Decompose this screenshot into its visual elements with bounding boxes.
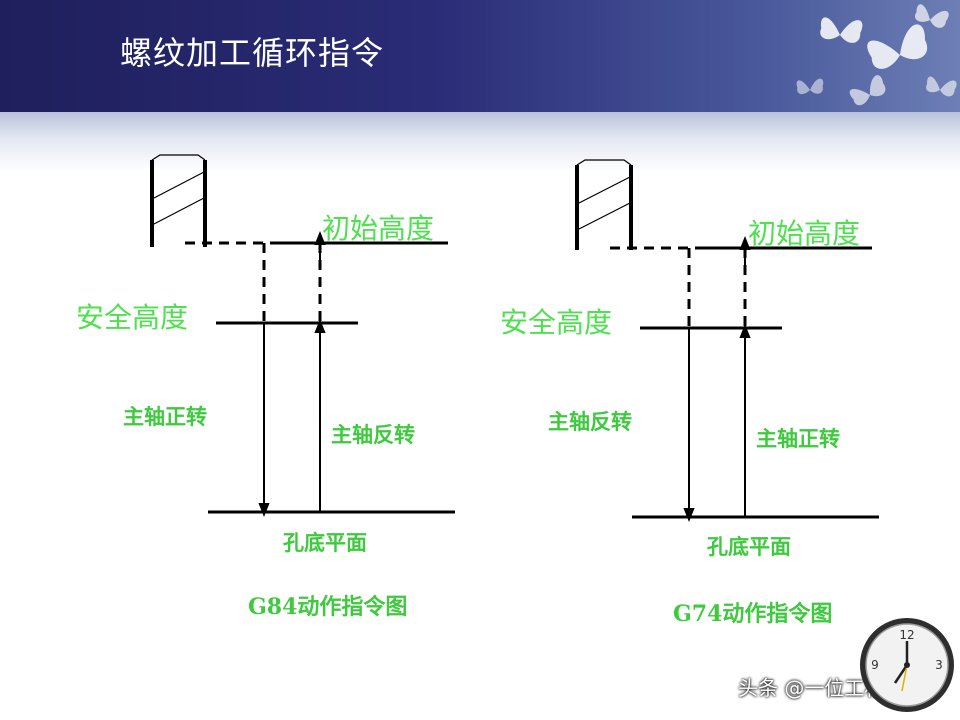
clock-numeral-12: 12 [899, 628, 914, 642]
spindle-forward-label: 主轴正转 [756, 426, 840, 451]
slide-title: 螺纹加工循环指令 [120, 34, 385, 72]
g84-diagram: 初始高度 安全高度 主轴正转 主轴反转 孔底平面 G84动作指令图 [76, 154, 455, 620]
g84-caption: G84动作指令图 [248, 594, 407, 620]
hole-bottom-label: 孔底平面 [707, 534, 791, 559]
g74-caption: G74动作指令图 [673, 601, 832, 627]
clock-numeral-3: 3 [935, 658, 943, 672]
header-fade [0, 112, 960, 172]
safe-height-label: 安全高度 [76, 301, 188, 334]
spindle-reverse-label: 主轴反转 [331, 422, 415, 447]
clock-numeral-9: 9 [871, 658, 879, 672]
clock-icon: 12 3 9 [860, 618, 954, 712]
spindle-forward-label: 主轴正转 [123, 404, 207, 429]
spindle-reverse-label: 主轴反转 [548, 409, 632, 434]
safe-height-label: 安全高度 [500, 306, 612, 339]
g74-diagram: 初始高度 安全高度 主轴反转 主轴正转 孔底平面 G74动作指令图 [500, 159, 879, 627]
tap-tool-icon [575, 159, 633, 250]
initial-height-label: 初始高度 [322, 212, 434, 245]
hole-bottom-label: 孔底平面 [283, 530, 367, 555]
tap-tool-icon [150, 154, 207, 247]
initial-height-label: 初始高度 [748, 217, 860, 250]
butterfly-decoration-icon [796, 4, 957, 106]
